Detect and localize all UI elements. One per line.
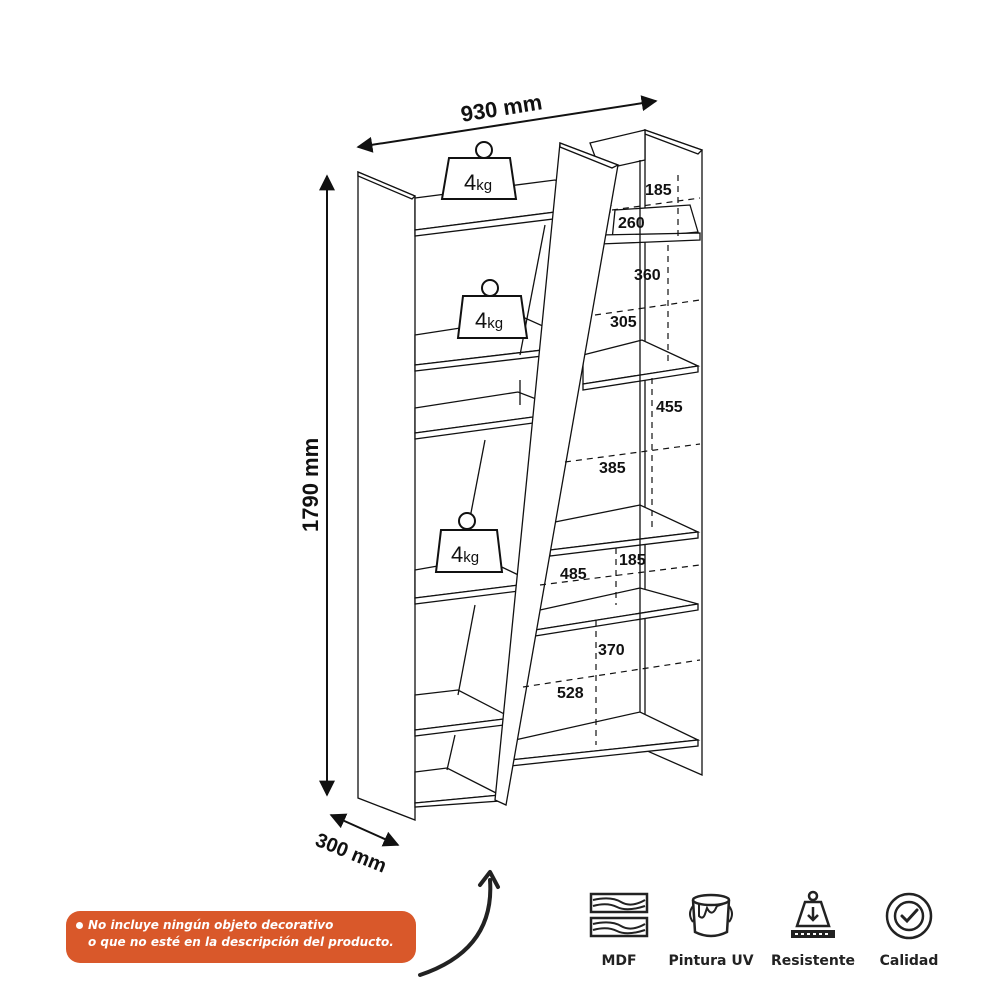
measurement-guides (522, 175, 701, 745)
feature-resistente: Resistente (768, 890, 858, 969)
notice-line-2: o que no esté en la descripción del prod… (88, 935, 394, 949)
measure-260: 260 (618, 215, 645, 232)
width-arrow (356, 95, 658, 153)
height-label: 1790 mm (298, 438, 323, 532)
measure-360: 360 (634, 267, 661, 284)
measure-455: 455 (656, 399, 683, 416)
wood-planks-icon (589, 892, 649, 938)
weight-resistance-icon (791, 890, 835, 938)
measure-185-mid: 185 (619, 552, 646, 569)
measure-485: 485 (560, 566, 587, 583)
paint-bucket-icon (689, 893, 733, 938)
bullet-icon (76, 922, 83, 929)
feature-pintura-uv: Pintura UV (666, 890, 756, 969)
measure-370: 370 (598, 642, 625, 659)
weight-icon: 4kg (451, 542, 479, 567)
weight-badge-2: 4kg (456, 279, 529, 339)
feature-label-calidad: Calidad (879, 953, 939, 969)
feature-label-mdf: MDF (601, 953, 637, 969)
feature-calidad: Calidad (864, 890, 954, 969)
arrow-head-icon (478, 870, 500, 889)
depth-arrow (329, 813, 400, 847)
measure-528: 528 (557, 685, 584, 702)
weight-badge-3: 4kg (434, 512, 504, 573)
weight-badge-1: 4kg (440, 141, 518, 200)
measure-305: 305 (610, 314, 637, 331)
quality-check-icon (885, 892, 933, 940)
notice-line-1: No incluye ningún objeto decorativo (88, 918, 334, 932)
feature-label-pintura-uv: Pintura UV (668, 953, 754, 969)
feature-label-resistente: Resistente (770, 953, 856, 969)
measure-185-top: 185 (645, 182, 672, 199)
weight-icon: 4kg (464, 170, 492, 195)
curved-arrow-icon (418, 878, 493, 977)
measure-385: 385 (599, 460, 626, 477)
bookshelf-outline (357, 129, 704, 821)
disclaimer-notice: No incluye ningún objeto decorativo o qu… (66, 911, 416, 963)
feature-mdf: MDF (574, 890, 664, 969)
weight-icon: 4kg (475, 308, 503, 333)
